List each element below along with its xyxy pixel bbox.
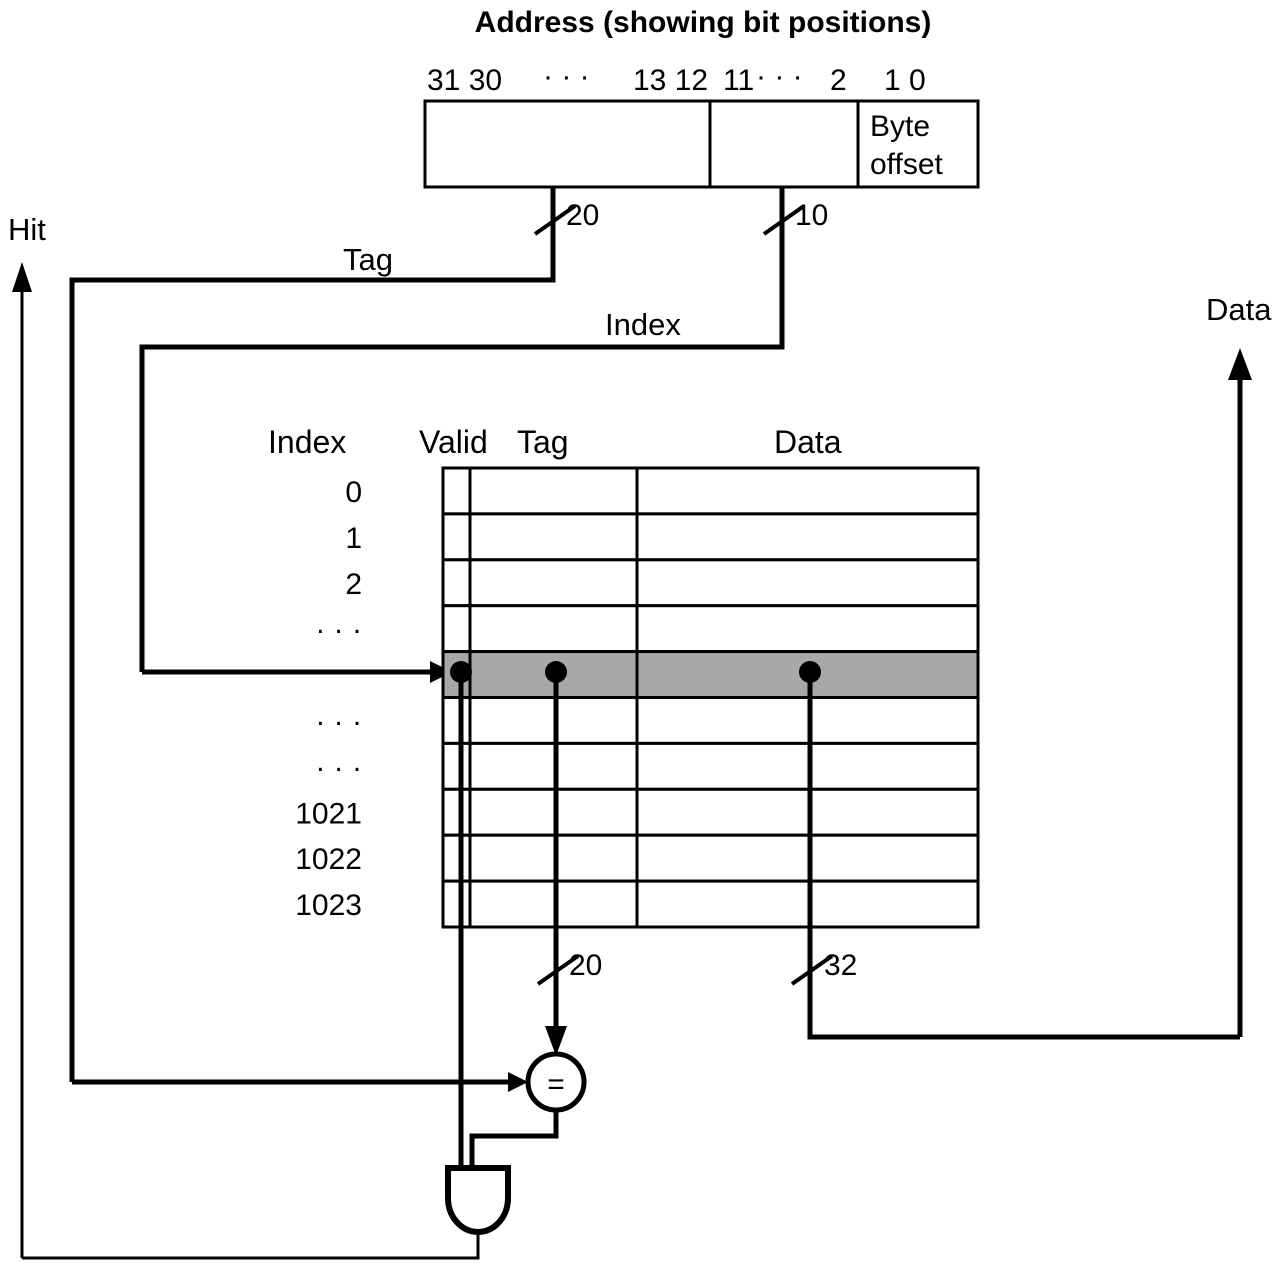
cache-row-labels: 0 1 2 · · · · · · · · · 1021 1022 1023 xyxy=(295,476,362,922)
address-box xyxy=(423,99,980,189)
row-index-label: · · · xyxy=(315,751,362,784)
byte-offset-line1: Byte xyxy=(870,110,930,143)
table-row xyxy=(441,512,980,562)
table-row xyxy=(441,650,980,699)
data-arrowhead xyxy=(1228,348,1252,380)
header-valid: Valid xyxy=(419,424,488,460)
row-index-label: 2 xyxy=(345,568,362,601)
tag-bits-end: 13 12 xyxy=(633,64,708,97)
tag-tap-dot xyxy=(545,661,567,683)
and-gate-output-wire xyxy=(22,1232,480,1260)
header-index: Index xyxy=(268,424,346,460)
data-tap-dot xyxy=(799,661,821,683)
cache-table xyxy=(441,466,980,929)
and-gate xyxy=(445,1165,511,1235)
comparator-output-wire xyxy=(469,1110,559,1168)
index-wire xyxy=(139,187,785,672)
row-index-label: · · · xyxy=(315,614,362,647)
index-bits-start: 11 xyxy=(723,64,754,97)
tag-out-arrowhead xyxy=(545,1026,567,1056)
table-row xyxy=(441,879,980,929)
diagram-title: Address (showing bit positions) xyxy=(475,6,932,39)
index-ellipsis: · · · xyxy=(756,60,803,93)
table-row xyxy=(441,833,980,883)
row-index-label: 0 xyxy=(345,476,362,509)
header-tag: Tag xyxy=(517,424,569,460)
tag-out-width-label: 20 xyxy=(569,949,602,982)
comparator-symbol: = xyxy=(547,1068,565,1101)
data-out-path xyxy=(807,672,1240,1040)
index-bits-end: 2 xyxy=(830,64,847,97)
tag-ellipsis: · · · xyxy=(543,60,590,93)
header-data: Data xyxy=(774,424,842,460)
tag-wire xyxy=(69,187,556,1082)
table-row xyxy=(441,604,980,654)
byte-offset-line2: offset xyxy=(870,148,943,181)
table-row xyxy=(441,787,980,837)
table-row xyxy=(441,466,980,516)
index-width-label: 10 xyxy=(795,199,828,232)
table-row xyxy=(441,558,980,608)
index-cache-arrowhead xyxy=(430,661,452,683)
row-index-label: 1021 xyxy=(295,797,362,830)
cache-table-rows xyxy=(441,466,980,929)
tag-comparator-arrowhead xyxy=(508,1072,528,1092)
row-index-label: 1023 xyxy=(295,889,362,922)
index-width-slash xyxy=(762,204,806,236)
tag-width-slash xyxy=(533,204,577,236)
tag-bits-label: 31 30 xyxy=(427,64,502,97)
table-row xyxy=(441,741,980,791)
hit-arrowhead xyxy=(12,262,32,292)
table-row xyxy=(441,696,980,745)
hit-label: Hit xyxy=(8,212,46,247)
cache-table-border xyxy=(441,466,980,929)
row-index-label: 1 xyxy=(345,522,362,555)
tag-out-width-slash xyxy=(536,954,580,986)
row-index-label: 1022 xyxy=(295,843,362,876)
offset-bits: 1 0 xyxy=(884,64,926,97)
valid-tap-dot xyxy=(450,661,472,683)
data-out-width-label: 32 xyxy=(824,949,857,982)
data-out-width-slash xyxy=(790,954,834,986)
tag-width-label: 20 xyxy=(566,199,599,232)
row-index-label: · · · xyxy=(315,705,362,738)
data-label: Data xyxy=(1206,292,1272,327)
tag-wire-label: Tag xyxy=(343,242,393,277)
index-wire-label: Index xyxy=(605,307,681,342)
